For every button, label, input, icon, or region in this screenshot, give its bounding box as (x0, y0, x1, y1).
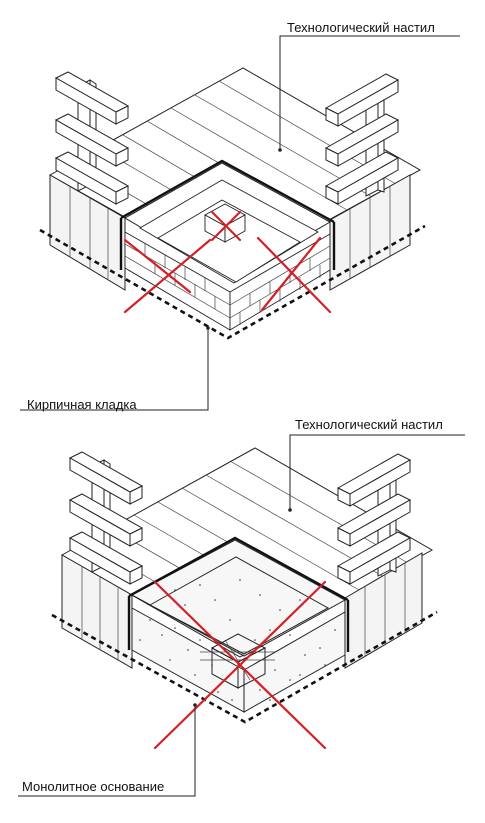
top-right-railing (324, 73, 400, 205)
bottom-deck-leader (289, 434, 465, 510)
bottom-concrete-pit (127, 536, 350, 713)
top-deck-leader (279, 35, 460, 150)
top-left-railing (54, 71, 130, 205)
top-brick-pit (119, 159, 336, 331)
bottom-right-wall-joints (364, 563, 406, 657)
bottom-dashed-base (51, 610, 438, 724)
bottom-right-railing (336, 453, 412, 585)
bottom-left-wall (61, 554, 133, 669)
brick-masonry-label: Кирпичная кладка (27, 397, 137, 412)
bottom-illustration-concrete (18, 434, 465, 797)
top-left-wall-joints (69, 186, 109, 279)
monolithic-base-label: Монолитное основание (22, 779, 165, 794)
top-deck-label: Технологический настил (287, 20, 435, 35)
top-illustration-brick (20, 35, 460, 411)
top-red-crosses (123, 210, 332, 314)
bottom-left-railing (68, 451, 144, 585)
top-left-wall (49, 174, 126, 291)
top-brick-leader (20, 328, 209, 411)
bottom-red-cross (153, 580, 327, 750)
top-dashed-base (39, 224, 426, 340)
bottom-mono-leader (18, 705, 196, 797)
bottom-left-wall-joints (81, 566, 119, 660)
bottom-deck-label: Технологический настил (295, 417, 443, 432)
bottom-concrete-stipple (139, 579, 336, 701)
